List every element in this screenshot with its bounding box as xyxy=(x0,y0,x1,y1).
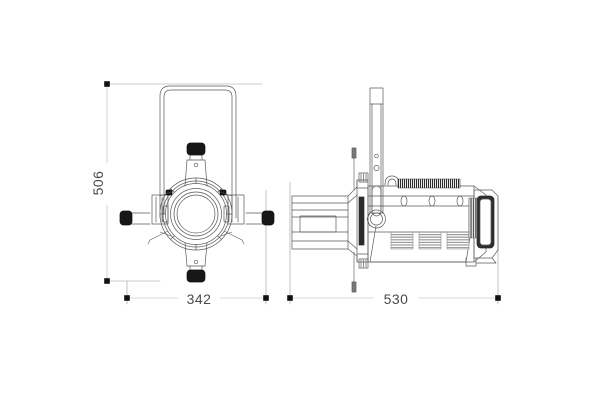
dimension-label-506: 506 xyxy=(90,170,106,196)
bottom-adjustment-knob xyxy=(184,242,208,283)
marker-530-right xyxy=(495,295,501,301)
marker-342-right xyxy=(263,295,269,301)
body-housing xyxy=(367,185,487,263)
rear-vent-grille xyxy=(468,189,499,264)
rear-handle-loop xyxy=(384,175,400,186)
dimension-endpoint-markers xyxy=(104,81,501,301)
marker-530-left xyxy=(287,295,293,301)
right-shutter-knob xyxy=(245,210,275,226)
top-adjustment-knob xyxy=(184,142,208,187)
shutter-gate-block xyxy=(356,179,369,263)
marker-342-left xyxy=(124,295,130,301)
dimension-label-530: 530 xyxy=(383,291,409,307)
yoke-hole-upper xyxy=(374,153,379,159)
rear-foot xyxy=(465,257,477,267)
gobo-slot-rod xyxy=(351,147,369,293)
bottom-vent-grilles xyxy=(390,231,470,250)
lens-front-element xyxy=(170,188,222,240)
side-view-geometry xyxy=(291,87,499,293)
lens-tube-assembly xyxy=(291,179,358,263)
dimension-label-342: 342 xyxy=(186,291,212,307)
lens-barrel-ring xyxy=(159,177,233,251)
yoke-arm xyxy=(366,87,386,229)
dimension-lines xyxy=(92,83,499,308)
marker-506-top xyxy=(104,81,110,87)
left-shutter-knob xyxy=(119,210,151,226)
front-view-geometry xyxy=(119,85,275,283)
carry-handle-yoke xyxy=(159,85,237,219)
front-body-wedges xyxy=(147,191,245,245)
marker-506-bottom xyxy=(104,278,110,284)
yoke-hole-lower xyxy=(373,165,380,171)
heat-sink-fins xyxy=(397,178,461,189)
